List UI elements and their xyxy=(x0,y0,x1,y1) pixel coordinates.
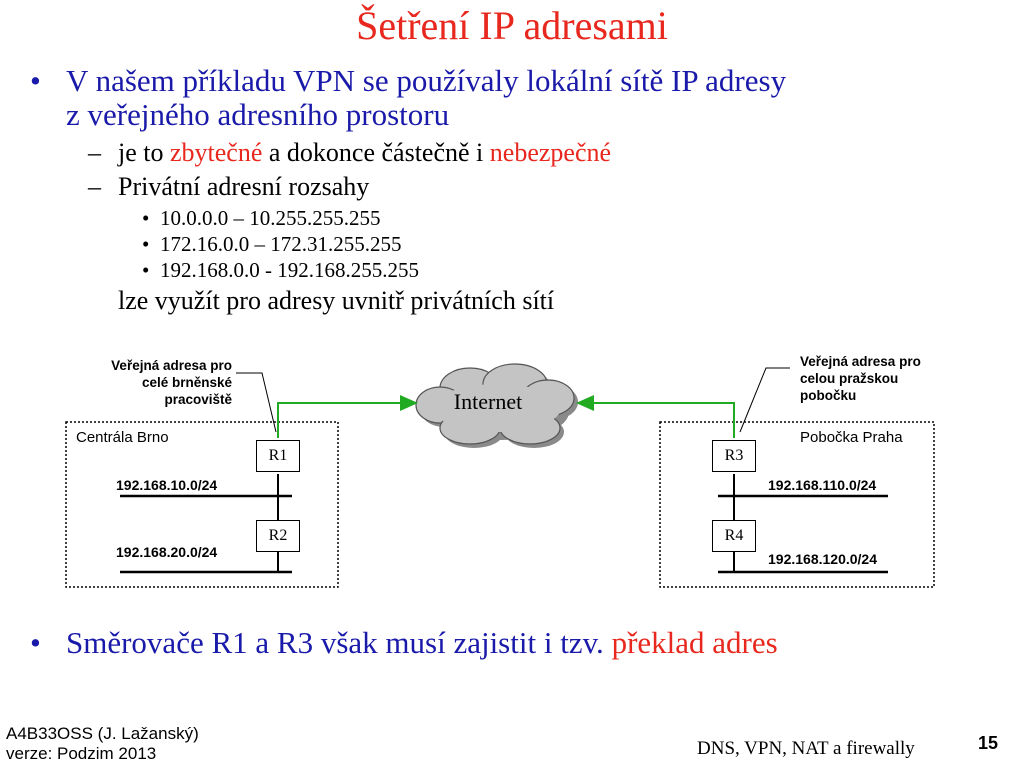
bullet-2: Směrovače R1 a R3 však musí zajistit i t… xyxy=(66,626,778,660)
link-brno-internet xyxy=(277,395,418,438)
site-box-praha xyxy=(659,421,935,588)
footer-course-name: A4B33OSS (J. Lažanský) xyxy=(6,724,199,743)
net-label-praha-2: 192.168.120.0/24 xyxy=(768,551,877,567)
bullet-2-red: překlad adres xyxy=(611,625,778,660)
router-r1: R1 xyxy=(256,440,300,472)
callout-left: Veřejná adresa pro celé brněnské pracovi… xyxy=(72,357,232,408)
bullet-2-pre: Směrovače R1 a R3 však musí zajistit i t… xyxy=(66,625,612,660)
callout-right-line: Veřejná adresa pro xyxy=(800,354,921,369)
page-number: 15 xyxy=(978,733,999,753)
internet-label: Internet xyxy=(453,389,523,414)
range-3: 192.168.0.0 - 192.168.255.255 xyxy=(160,258,419,282)
callout-left-line: Veřejná adresa pro xyxy=(111,358,232,373)
slide-title: Šetření IP adresami xyxy=(356,3,668,48)
sub-bullet-1: je to zbytečné a dokonce částečně i nebe… xyxy=(118,138,611,168)
bullet-1-line-1: V našem příkladu VPN se používaly lokáln… xyxy=(66,63,787,98)
callout-left-line: celé brněnské xyxy=(141,375,232,390)
sub-bullet-1-pre: je to xyxy=(118,138,170,167)
range-2: 172.16.0.0 – 172.31.255.255 xyxy=(160,232,402,256)
callout-left-line: pracoviště xyxy=(164,392,232,407)
sub-bullet-1-red-1: zbytečné xyxy=(170,138,263,167)
router-r4: R4 xyxy=(712,520,756,552)
footer-topic: DNS, VPN, NAT a firewally xyxy=(697,738,915,759)
router-r3: R3 xyxy=(712,440,756,472)
callout-right-line: celou pražskou xyxy=(800,371,899,386)
link-praha-internet xyxy=(576,395,735,438)
callout-right-line: pobočku xyxy=(800,388,857,403)
sub-bullet-1-mid: a dokonce částečně i xyxy=(262,138,490,167)
site-label-brno: Centrála Brno xyxy=(76,429,169,446)
callout-right: Veřejná adresa pro celou pražskou pobočk… xyxy=(800,353,960,404)
sub-bullet-2: Privátní adresní rozsahy xyxy=(118,172,370,201)
callout-right-leader xyxy=(739,367,790,433)
footer-version: verze: Podzim 2013 xyxy=(6,744,157,763)
bullet-1-line-2: z veřejného adresního prostoru xyxy=(66,97,450,132)
net-label-brno-2: 192.168.20.0/24 xyxy=(116,544,218,560)
sub-bullet-1-red-2: nebezpečné xyxy=(489,138,612,167)
bullet-marker: • xyxy=(30,63,41,98)
footer-course: A4B33OSS (J. Lažanský) verze: Podzim 201… xyxy=(6,724,199,764)
bullet-marker: • xyxy=(30,625,41,660)
bullet-marker: • xyxy=(142,258,150,282)
dash-marker: – xyxy=(88,172,101,201)
range-1: 10.0.0.0 – 10.255.255.255 xyxy=(160,206,381,230)
bullet-marker: • xyxy=(142,232,150,256)
net-label-brno-1: 192.168.10.0/24 xyxy=(116,477,218,493)
bullet-marker: • xyxy=(142,206,150,230)
callout-left-leader xyxy=(236,372,277,433)
router-r2: R2 xyxy=(256,520,300,552)
net-label-praha-1: 192.168.110.0/24 xyxy=(768,477,877,493)
site-box-brno xyxy=(65,421,339,588)
internet-cloud xyxy=(415,363,578,448)
dash-marker: – xyxy=(88,138,101,167)
note-line: lze využít pro adresy uvnitř privátních … xyxy=(118,286,555,315)
site-label-praha: Pobočka Praha xyxy=(800,429,903,446)
